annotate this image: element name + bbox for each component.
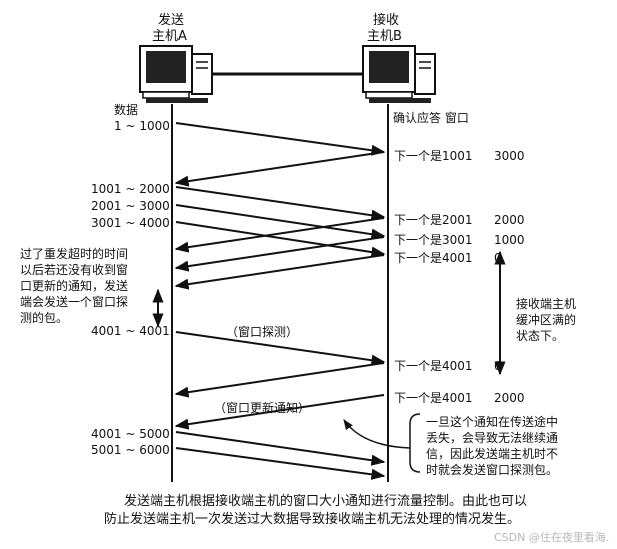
right-note: 接收端主机 缓冲区满的 状态下。 [516, 296, 576, 343]
data-column-title: 数据 [114, 102, 138, 117]
ack-arrow-3 [174, 236, 385, 272]
send-label-3: 2001 ~ 3000 [91, 199, 170, 213]
host-a-label-line1: 发送 [158, 12, 184, 28]
note-pointer-arrow [343, 419, 411, 449]
ack-window-2: 2000 [494, 213, 525, 227]
ack-window-6: 2000 [494, 391, 525, 405]
ack-window-column-title: 确认应答 窗口 [393, 110, 469, 125]
ack-next-4: 下一个是4001 [394, 251, 473, 265]
send-label-2: 1001 ~ 2000 [91, 182, 170, 196]
bottom-note-line-2: 丢失，会导致无法继续通 [426, 430, 558, 445]
caption-line-1: 发送端主机根据接收端主机的窗口大小通知进行流量控制。由此也可以 [124, 493, 527, 509]
host-b-label-line1: 接收 [373, 12, 399, 28]
ack-arrow-5 [174, 362, 385, 398]
ack-arrow-2 [174, 217, 385, 253]
send-arrow-4 [175, 221, 386, 258]
watermark: CSDN @住在夜里看海. [494, 530, 609, 544]
left-note-line-4: 端会发送一个窗口探 [20, 294, 128, 309]
left-note-line-1: 过了重发超时的时间 [20, 246, 128, 261]
ack-next-5: 下一个是4001 [394, 359, 473, 373]
bottom-note-line-3: 信，因此发送端主机时不 [426, 446, 558, 461]
ack-window-1: 3000 [494, 149, 525, 163]
update-arrow [174, 394, 385, 430]
update-label: （窗口更新通知） [214, 400, 310, 415]
right-note-line-2: 缓冲区满的 [516, 312, 576, 327]
bottom-note-line-4: 时就会发送窗口探测包。 [426, 462, 558, 477]
probe-label: （窗口探测） [226, 325, 298, 339]
ack-arrow-4 [174, 254, 385, 290]
ack-arrow-1 [174, 151, 385, 187]
note-bracket [409, 413, 421, 473]
host-a-computer-icon [139, 45, 213, 103]
right-note-line-1: 接收端主机 [516, 296, 576, 311]
probe-arrow [175, 331, 386, 366]
left-note-line-3: 口更新的通知，发送 [20, 278, 128, 293]
left-note-line-5: 测的包。 [20, 310, 68, 325]
send-label-6: 4001 ~ 5000 [91, 427, 170, 441]
send-arrow-7 [175, 447, 386, 480]
send-arrow-6 [175, 431, 386, 466]
caption-line-2: 防止发送端主机一次发送过大数据导致接收端主机无法处理的情况发生。 [104, 511, 520, 527]
ack-next-1: 下一个是1001 [394, 149, 473, 163]
send-label-5: 4001 ~ 4001 [91, 324, 170, 338]
right-note-line-3: 状态下。 [516, 329, 564, 343]
bottom-note: 一旦这个通知在传送途中 丢失，会导致无法继续通 信，因此发送端主机时不 时就会发… [426, 414, 558, 477]
host-b-label-line2: 主机B [367, 29, 402, 44]
send-arrow-2 [175, 186, 386, 221]
bottom-note-line-1: 一旦这个通知在传送途中 [426, 414, 558, 429]
host-a-label-line2: 主机A [152, 29, 187, 44]
ack-next-6: 下一个是4001 [394, 391, 473, 405]
ack-window-3: 1000 [494, 233, 525, 247]
ack-next-2: 下一个是2001 [394, 213, 473, 227]
send-label-7: 5001 ~ 6000 [91, 443, 170, 457]
ack-next-3: 下一个是3001 [394, 233, 473, 247]
left-note: 过了重发超时的时间 以后若还没有收到窗 口更新的通知，发送 端会发送一个窗口探 … [20, 246, 128, 325]
left-note-line-2: 以后若还没有收到窗 [20, 262, 128, 277]
host-b-computer-icon [362, 45, 436, 103]
send-arrow-1 [175, 122, 386, 156]
send-arrow-3 [175, 204, 386, 240]
send-label-1: 1 ~ 1000 [114, 119, 170, 133]
send-label-4: 3001 ~ 4000 [91, 216, 170, 230]
